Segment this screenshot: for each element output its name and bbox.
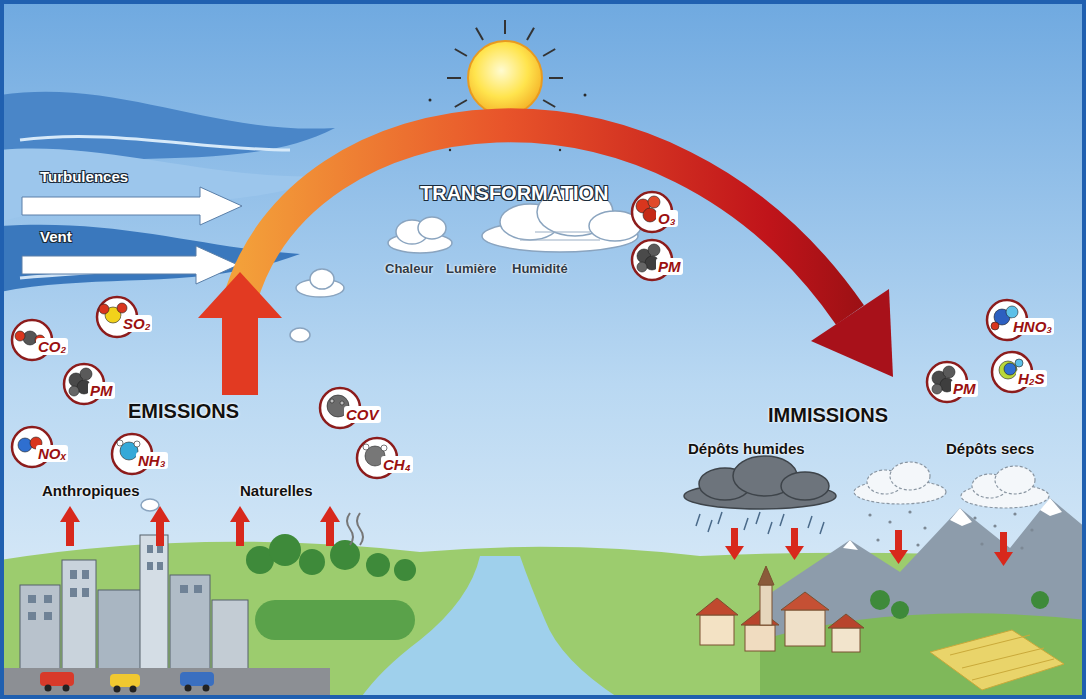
stage-heading: IMMISSIONS [768,404,888,427]
deposit-label: Dépôts secs [946,440,1034,457]
pollutant-formula: HNO₃ [1011,318,1054,335]
pollutant-badge: PM [630,238,685,282]
pollutant-badge: PM [62,362,117,406]
pollutant-formula: CH₄ [381,456,413,473]
pollutant-formula: H₂S [1016,370,1047,387]
pollutant-formula: NOₓ [36,445,68,462]
pollutant-badge: HNO₃ [985,298,1057,342]
source-label: Naturelles [240,482,313,499]
pollutant-formula: NH₃ [136,452,168,469]
pollutant-badge: CH₄ [355,436,415,480]
pollutant-badge: PM [925,360,980,404]
stage-heading: EMISSIONS [128,400,239,423]
pollutant-formula: PM [951,380,978,397]
pollutant-badge: CO₂ [10,318,71,362]
pollutant-badge: NOₓ [10,425,71,469]
pollutant-badge: SO₂ [95,295,155,339]
deposit-label: Dépôts humides [688,440,805,457]
pollutant-formula: PM [656,258,683,275]
condition-label: Humidité [512,262,568,277]
pollutant-formula: COV [344,406,381,423]
pollutant-formula: SO₂ [121,315,152,332]
condition-label: Lumière [446,262,497,277]
pollutant-badge: H₂S [990,350,1049,394]
source-label: Anthropiques [42,482,140,499]
pollutant-badge: NH₃ [110,432,170,476]
wind-label: Vent [40,228,72,245]
pollutant-formula: O₃ [656,210,678,227]
condition-label: Chaleur [385,262,433,277]
pollutant-badge: O₃ [630,190,680,234]
pollutant-badge: COV [318,386,383,430]
pollutant-formula: PM [88,382,115,399]
pollutant-formula: CO₂ [36,338,68,355]
stage-heading: TRANSFORMATION [420,182,609,205]
wind-label: Turbulences [40,168,128,185]
